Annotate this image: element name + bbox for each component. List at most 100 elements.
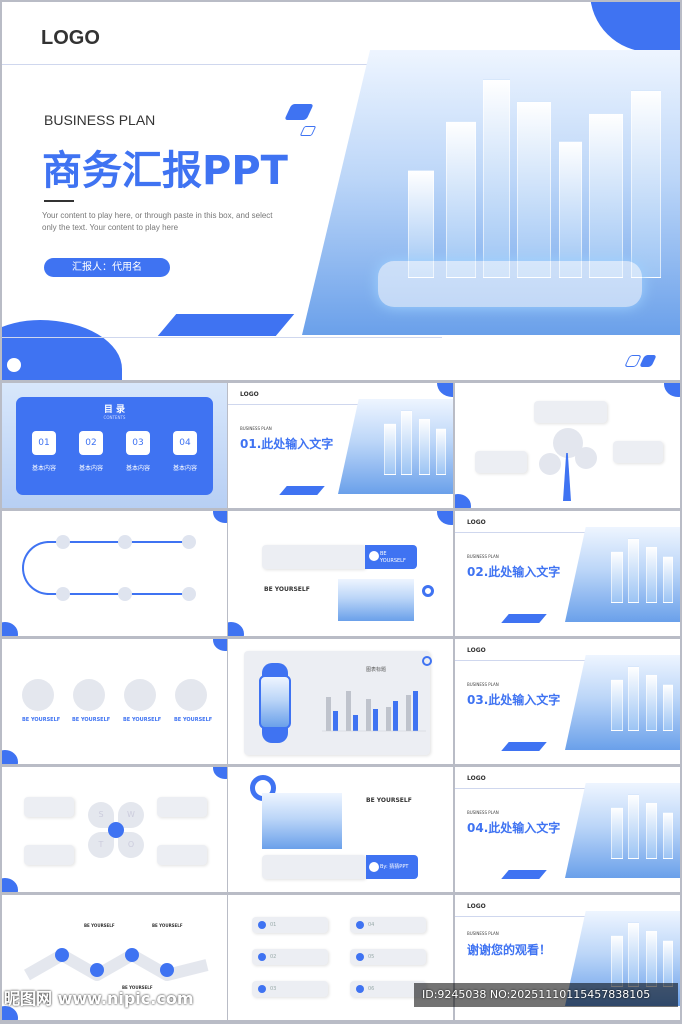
drop-circle <box>22 679 54 711</box>
page-title: 商务汇报PPT <box>42 148 288 194</box>
chart-bar <box>333 711 338 731</box>
list-num: 06 <box>368 986 375 992</box>
logo: LOGO <box>467 647 486 654</box>
parallelogram-decoration <box>639 355 657 367</box>
zigzag-path <box>24 948 209 981</box>
watch-face <box>259 675 291 729</box>
item-heading: BE YOURSELF <box>123 717 162 723</box>
chart-bar <box>413 691 418 731</box>
circle-node <box>539 453 561 475</box>
section-title: 03.此处输入文字 <box>467 693 561 707</box>
tree-slide <box>455 383 680 508</box>
corner-blob <box>213 511 227 523</box>
toc-number: 03 <box>126 431 150 455</box>
parallelogram-decoration <box>501 870 547 879</box>
corner-blob <box>2 750 18 764</box>
parallelogram-decoration <box>279 486 325 495</box>
city-image <box>565 783 680 878</box>
city-image <box>565 527 680 622</box>
divider <box>2 64 472 65</box>
toc-label: 基本内容 <box>172 465 197 472</box>
bullet-icon <box>356 921 364 929</box>
slide-grid: 目 录 CONTENTS 01 02 03 04 基本内容 基本内容 基本内容 … <box>2 383 680 1022</box>
item-heading: BE YOURSELF <box>72 717 111 723</box>
zigzag-slide: BE YOURSELF BE YOURSELF BE YOURSELF <box>2 895 227 1020</box>
divider <box>455 532 605 533</box>
timeline-slide <box>2 511 227 636</box>
parallelogram-decoration <box>157 314 295 336</box>
swot-o: O <box>118 832 144 858</box>
corner-blob <box>228 622 244 636</box>
node-icon <box>56 535 70 549</box>
drop-circle <box>73 679 105 711</box>
item-heading: BE YOURSELF <box>122 985 153 990</box>
timeline-arc <box>22 541 58 595</box>
list-card <box>350 917 426 933</box>
node-icon <box>118 587 132 601</box>
section-plan: BUSINESS PLAN <box>467 682 499 687</box>
logo: LOGO <box>467 519 486 526</box>
section-plan: BUSINESS PLAN <box>240 426 272 431</box>
bullet-icon <box>258 985 266 993</box>
list-num: 05 <box>368 954 375 960</box>
city-image <box>262 793 342 849</box>
subtitle: BUSINESS PLAN <box>44 112 156 128</box>
by-slide: BE YOURSELF By: 猜猜PPT <box>228 767 453 892</box>
logo: LOGO <box>41 27 100 49</box>
node-icon <box>182 535 196 549</box>
list-num: 03 <box>270 986 277 992</box>
chart-bar <box>386 707 391 731</box>
description: Your content to play here, or through pa… <box>42 211 273 232</box>
divider <box>455 916 605 917</box>
heading: BE YOURSELF <box>366 797 412 804</box>
chart-bar <box>346 691 351 731</box>
list-card <box>350 949 426 965</box>
text-card <box>157 797 207 817</box>
city-image <box>338 399 453 494</box>
city-image <box>302 50 680 335</box>
list-slide: 01 02 03 04 05 06 <box>228 895 453 1020</box>
city-image <box>338 579 414 621</box>
drop-circle <box>175 679 207 711</box>
item-heading: BE YOURSELF <box>22 717 61 723</box>
drops-slide: BE YOURSELF BE YOURSELF BE YOURSELF BE Y… <box>2 639 227 764</box>
list-card <box>350 981 426 997</box>
section-plan: BUSINESS PLAN <box>467 931 499 936</box>
watermark-site: 昵图网 www.nipic.com <box>4 989 194 1008</box>
ring-decoration <box>422 585 434 597</box>
node-icon <box>182 587 196 601</box>
list-card <box>252 949 328 965</box>
section-title: 01.此处输入文字 <box>240 437 334 451</box>
chart-title: 图表标题 <box>366 667 387 673</box>
logo: LOGO <box>240 391 259 398</box>
swot-slide: S W T O <box>2 767 227 892</box>
tree-trunk <box>563 453 571 501</box>
section-slide-02: LOGO BUSINESS PLAN 02.此处输入文字 <box>455 511 680 636</box>
text-card <box>613 441 663 463</box>
list-num: 02 <box>270 954 277 960</box>
reporter-badge: 汇报人：代用名 <box>44 258 170 277</box>
chart-slide: 图表标题 <box>228 639 453 764</box>
list-card <box>252 917 328 933</box>
dot-decoration <box>7 358 21 372</box>
text-card <box>262 545 366 569</box>
ring-decoration <box>422 656 432 666</box>
list-num: 01 <box>270 922 277 928</box>
toc-number: 02 <box>79 431 103 455</box>
section-title: 04.此处输入文字 <box>467 821 561 835</box>
divider <box>228 404 378 405</box>
chart-bar <box>373 709 378 731</box>
swot-t: T <box>88 832 114 858</box>
heading: BE YOURSELF <box>264 586 310 593</box>
corner-blob <box>664 383 680 397</box>
chart-bar <box>406 695 411 731</box>
section-slide-04: LOGO BUSINESS PLAN 04.此处输入文字 <box>455 767 680 892</box>
section-plan: BUSINESS PLAN <box>467 810 499 815</box>
chart-bar <box>393 701 398 731</box>
watermark-bar <box>414 983 678 1007</box>
divider <box>2 337 442 338</box>
parallelogram-decoration <box>299 126 317 136</box>
toc-label: 基本内容 <box>78 465 103 472</box>
logo: LOGO <box>467 775 486 782</box>
parallelogram-decoration <box>501 614 547 623</box>
